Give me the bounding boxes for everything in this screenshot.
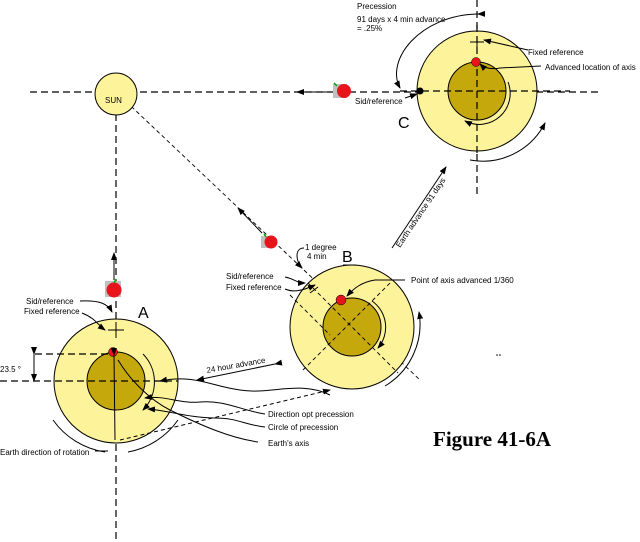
- sid-reference-label-a: Sid/reference: [26, 297, 74, 306]
- sid-reference-label-c: Sid/reference: [355, 97, 403, 106]
- earth-advance-label: Earth advance 91 days: [394, 176, 447, 249]
- precession-detail-1: 91 days x 4 min advance: [357, 15, 446, 24]
- apple-b: [261, 233, 278, 249]
- sid-reference-dot-c: [416, 87, 424, 95]
- axis-point-a: [108, 347, 118, 357]
- apple-c: [333, 82, 351, 98]
- rotation-arc-a-right: [127, 419, 179, 453]
- rotation-arrow-a-inner: [142, 353, 155, 411]
- position-b-label: B: [342, 249, 353, 266]
- sun: SUN: [94, 72, 138, 116]
- circle-precession-label: Circle of precession: [268, 423, 338, 432]
- tilt-label: 23.5 °: [0, 365, 21, 374]
- rotation-arrow-c-inner: [464, 81, 511, 127]
- fixed-reference-cross-a: [108, 322, 124, 338]
- point-of-axis-label: Point of axis advanced 1/360: [411, 276, 514, 285]
- earth-a: [0, 318, 179, 453]
- earth-advance-arrow: [391, 166, 447, 249]
- earth-b: [289, 264, 424, 390]
- one-degree-label-1: 1 degree: [305, 243, 337, 252]
- fixed-reference-label-c: Fixed reference: [528, 48, 584, 57]
- rotation-arrow-b-outer: [384, 311, 424, 387]
- position-a-label: A: [138, 305, 149, 322]
- earths-axis-label: Earth's axis: [268, 439, 309, 448]
- sun-label: SUN: [105, 96, 122, 105]
- fixed-reference-label-b: Fixed reference: [226, 283, 282, 292]
- advanced-location-label: Advanced location of axis: [545, 63, 636, 72]
- earth-rotation-label: Earth direction of rotation: [0, 448, 89, 457]
- precession-arc-c: [394, 10, 486, 89]
- direction-precession-label: Direction opt precession: [268, 410, 354, 419]
- earth-c: [394, 10, 570, 162]
- position-c-label: C: [398, 115, 410, 132]
- axis-point-b: [335, 294, 347, 306]
- one-degree-label-2: 4 min: [307, 252, 327, 261]
- precession-detail-2: = .25%: [357, 24, 382, 33]
- precession-title: Precession: [357, 2, 397, 11]
- figure-caption: Figure 41-6A: [433, 427, 552, 451]
- fixed-reference-label-a: Fixed reference: [24, 307, 80, 316]
- rotation-arrow-b-inner: [371, 300, 387, 349]
- apple-a: [105, 278, 122, 298]
- sid-reference-label-b: Sid/reference: [226, 272, 274, 281]
- axis-point-c: [471, 57, 481, 67]
- rotation-arrow-c-outer: [469, 122, 546, 162]
- day-advance-arrow: [196, 359, 283, 382]
